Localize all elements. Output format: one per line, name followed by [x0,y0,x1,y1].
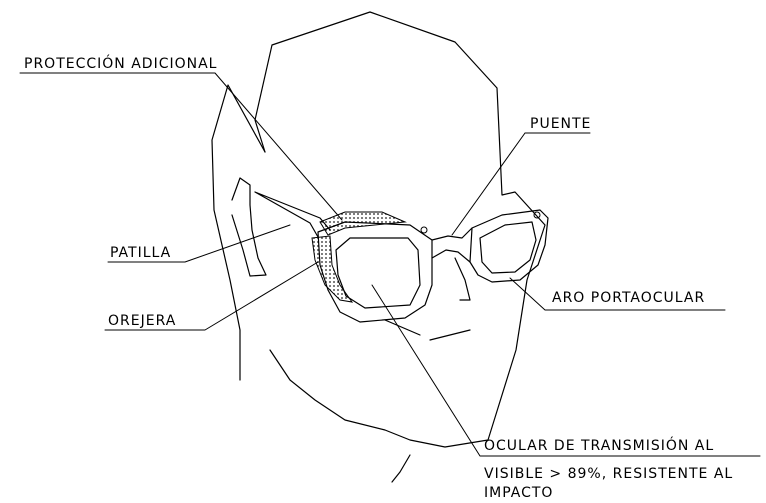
bridge [431,227,473,263]
side-shield-top [319,211,407,236]
label-ocular-line3: IMPACTO [484,485,553,501]
cheek-outline [211,84,266,381]
leader-ocular [371,284,761,457]
leader-patilla [107,224,291,263]
frame-rivet-right [533,211,541,219]
lens-right [479,221,537,274]
ear-outline [231,177,267,277]
leader-orejera [104,261,319,331]
label-patilla: PATILLA [110,245,171,261]
label-orejera: OREJERA [108,313,176,329]
frame-rivet-left [420,226,428,234]
mouth-lines [384,319,471,341]
label-aro-portaocular: ARO PORTAOCULAR [552,290,705,306]
neck-line [391,454,411,483]
nose-outline [454,257,471,301]
temple-arm [254,191,331,238]
leader-aro [509,277,726,311]
head-outline [254,11,546,448]
side-shield-ear [311,235,354,303]
frame-left [317,221,433,323]
leader-puente [451,132,591,236]
lens-left [335,237,421,309]
label-proteccion-adicional: PROTECCIÓN ADICIONAL [24,54,217,72]
leader-proteccion [19,72,343,221]
frame-right [469,209,549,283]
label-ocular-line2: VISIBLE > 89%, RESISTENTE AL [484,466,733,482]
label-ocular-line1: OCULAR DE TRANSMISIÓN AL [484,436,714,454]
label-puente: PUENTE [530,116,591,132]
